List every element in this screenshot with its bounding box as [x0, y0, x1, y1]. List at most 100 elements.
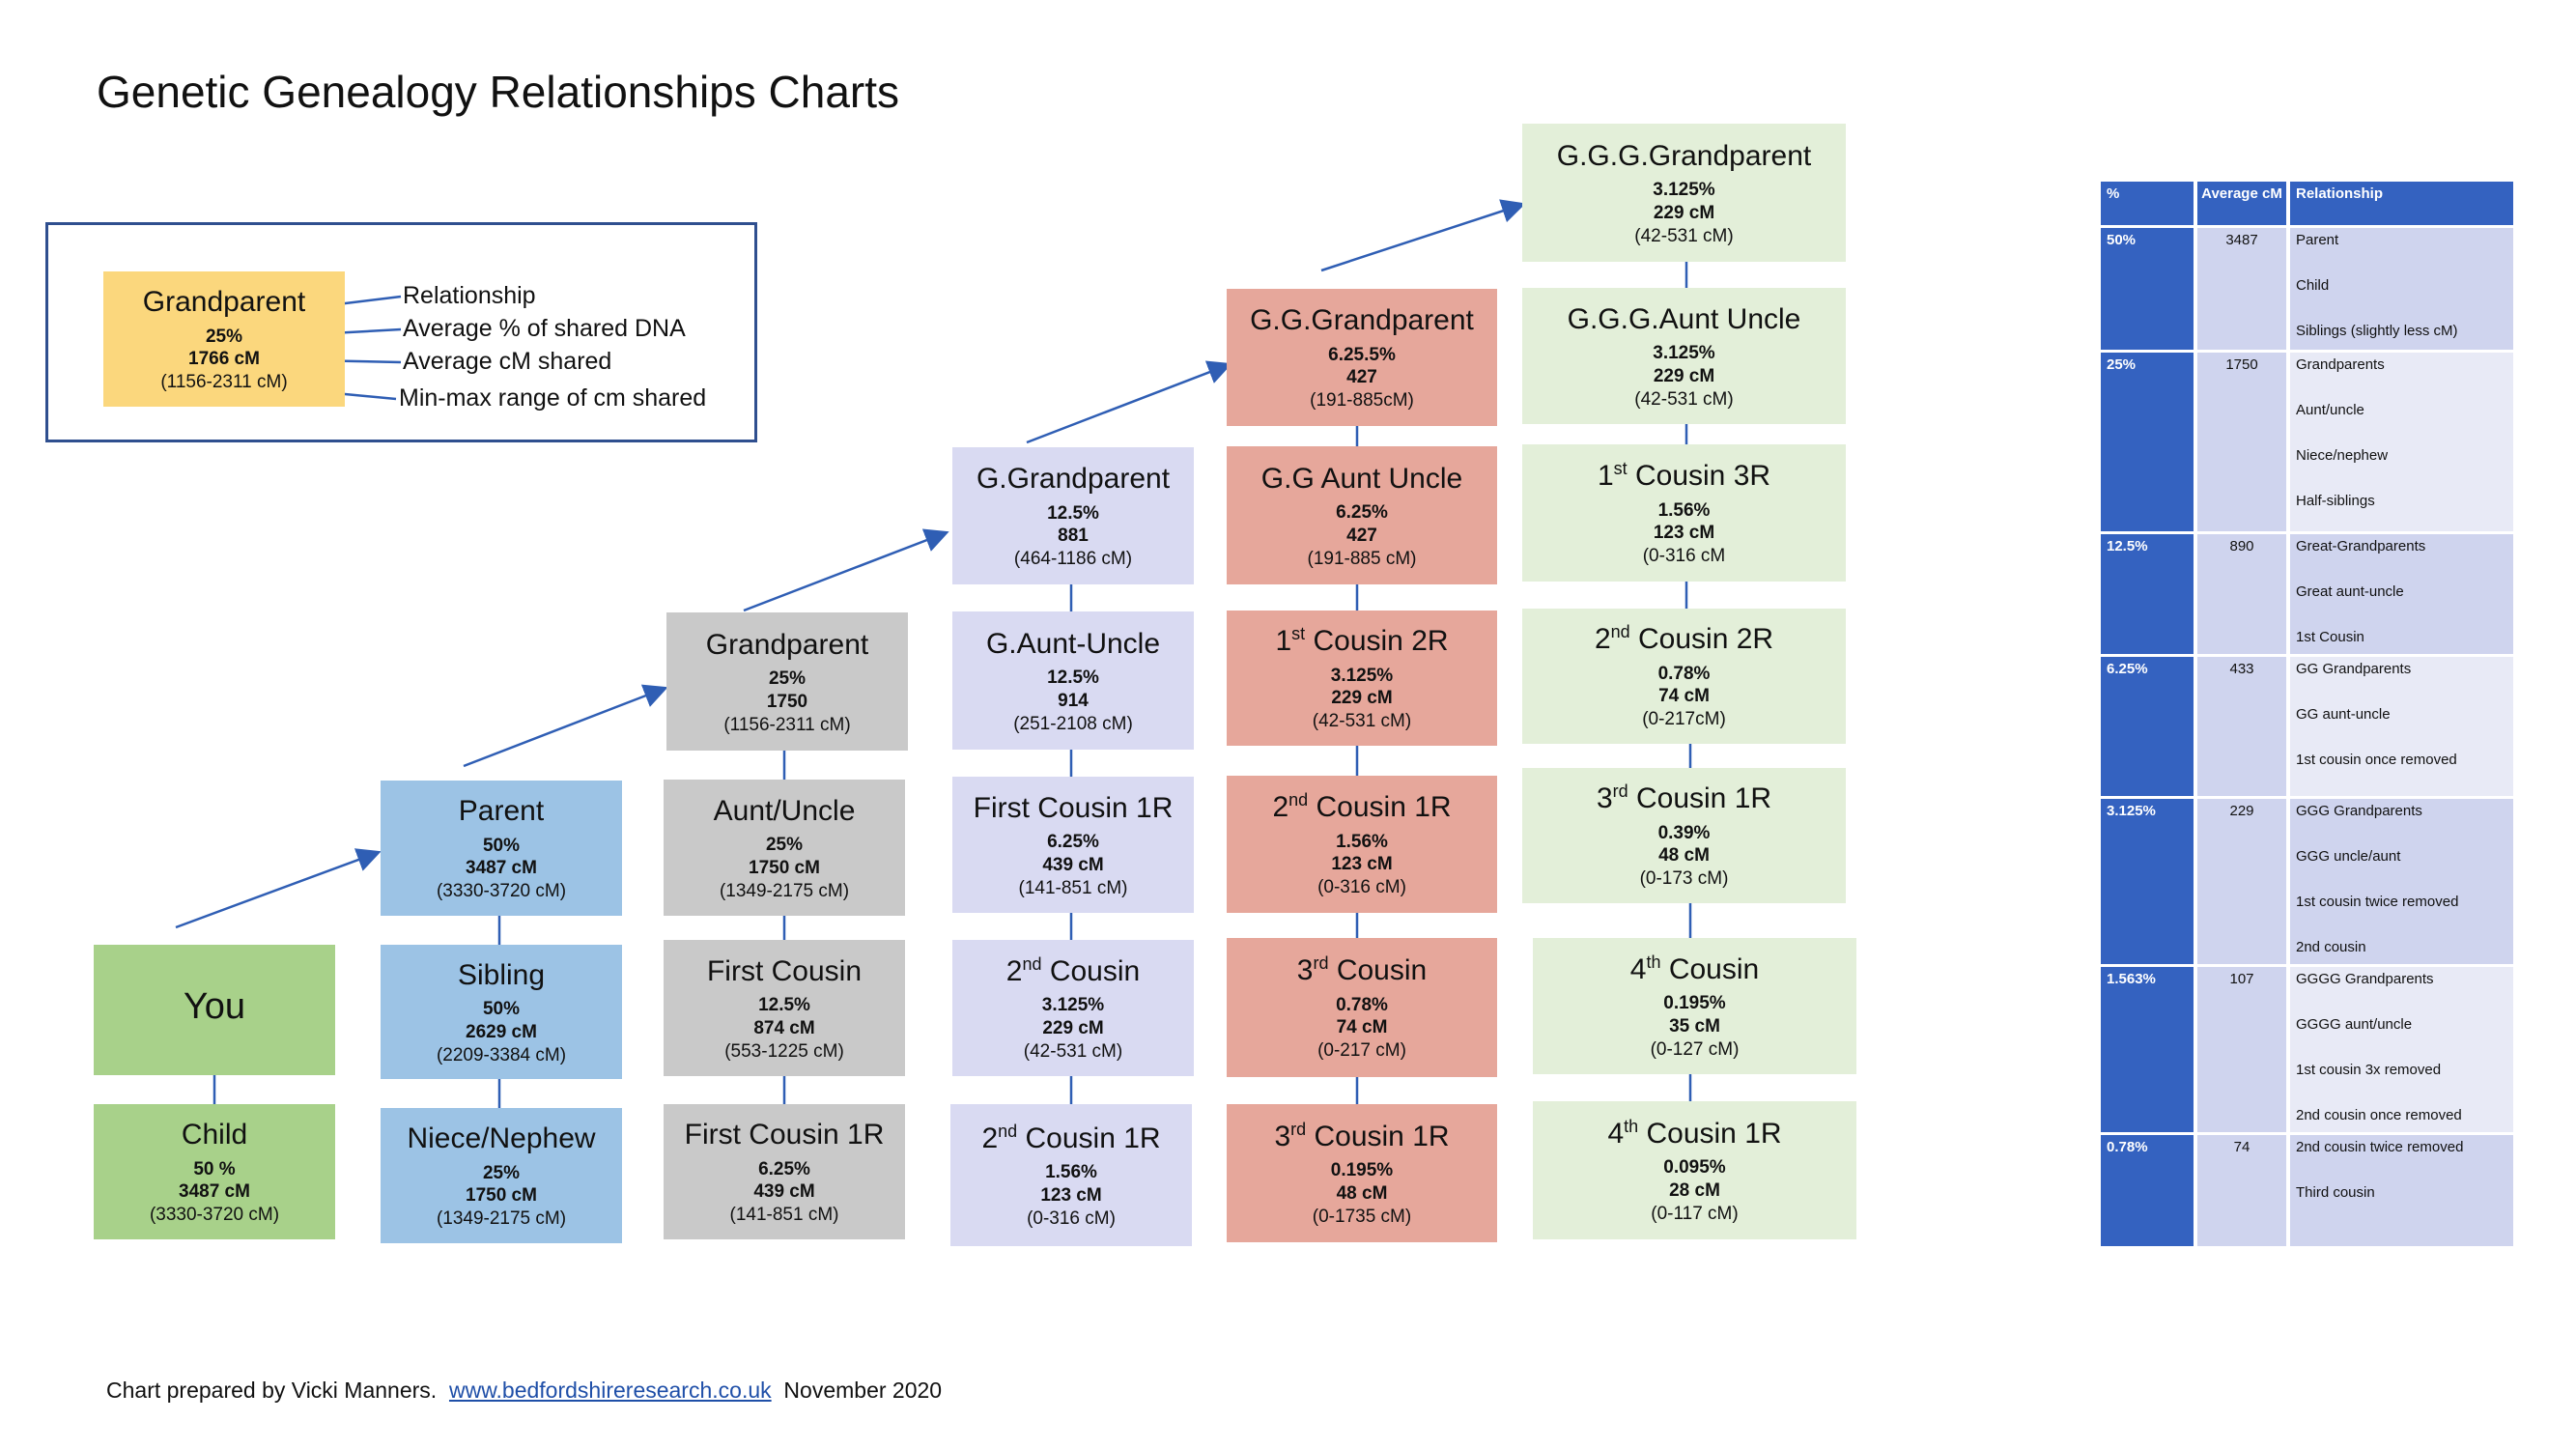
- box-pct: 6.25.5%: [1328, 344, 1396, 365]
- relationship-item: GGGG Grandparents: [2296, 971, 2434, 987]
- legend-label-pct: Average % of shared DNA: [403, 315, 686, 342]
- box-pct: 25%: [482, 1162, 521, 1183]
- box-range: (0-316 cM: [1642, 546, 1726, 567]
- box-cm: 48 cM: [1658, 845, 1710, 867]
- box-name: First Cousin 1R: [684, 1119, 885, 1151]
- name-suffix: rd: [1313, 953, 1329, 974]
- box-gg-grandparent: G.G.Grandparent 6.25.5% 427 (191-885cM): [1227, 289, 1497, 426]
- relationship-item: Grandparents: [2296, 356, 2385, 373]
- box-cm: 123 cM: [1653, 523, 1715, 544]
- box-cm: 1750: [766, 691, 808, 712]
- row-average-cm: 433: [2197, 657, 2286, 796]
- box-name: G.Grandparent: [976, 463, 1171, 496]
- legend-box-range: (1156-2311 cM): [160, 372, 288, 393]
- name-suffix: nd: [1288, 790, 1309, 810]
- box-range: (251-2108 cM): [1013, 713, 1133, 734]
- box-pct: 6.25%: [758, 1158, 810, 1179]
- box-gg-aunt-uncle: G.G Aunt Uncle 6.25% 427 (191-885 cM): [1227, 446, 1497, 584]
- name-rest: Cousin 1R: [1306, 1120, 1450, 1152]
- relationship-item: Aunt/uncle: [2296, 402, 2364, 418]
- box-range: (464-1186 cM): [1013, 549, 1133, 570]
- box-pct: 12.5%: [1047, 668, 1099, 689]
- box-pct: 25%: [768, 668, 807, 690]
- box-range: (553-1225 cM): [724, 1040, 844, 1062]
- reference-table: % Average cM Relationship 50% 3487 Paren…: [2101, 182, 2513, 1246]
- header-relationship: Relationship: [2290, 182, 2513, 225]
- box-second-cousin-1r: 2nd Cousin 1R 1.56% 123 cM (0-316 cM): [950, 1104, 1192, 1246]
- box-pct: 0.78%: [1657, 663, 1711, 684]
- box-range: (2209-3384 cM): [436, 1044, 567, 1065]
- relationship-item: Child: [2296, 277, 2330, 294]
- box-cm: 874 cM: [753, 1017, 815, 1038]
- box-second-cousin-2r: 2nd Cousin 2R 0.78% 74 cM (0-217cM): [1522, 609, 1846, 744]
- box-g-grandparent: G.Grandparent 12.5% 881 (464-1186 cM): [952, 447, 1194, 584]
- box-parent: Parent 50% 3487 cM (3330-3720 cM): [381, 781, 622, 916]
- name-rest: Cousin 3R: [1627, 460, 1771, 493]
- box-pct: 0.195%: [1663, 993, 1726, 1014]
- legend-label-range: Min-max range of cm shared: [399, 384, 707, 412]
- table-header: % Average cM Relationship: [2101, 182, 2513, 225]
- box-range: (191-885cM): [1310, 390, 1414, 412]
- name-num: 1: [1275, 625, 1292, 658]
- box-name: Child: [181, 1119, 248, 1151]
- relationship-item: 2nd cousin once removed: [2296, 1107, 2462, 1123]
- legend-frame: [45, 222, 757, 442]
- header-pct: %: [2101, 182, 2194, 225]
- relationship-item: 1st cousin 3x removed: [2296, 1062, 2442, 1078]
- box-name: First Cousin: [706, 954, 863, 987]
- ancestor-arrow: [1320, 199, 1526, 272]
- row-pct: 6.25%: [2101, 657, 2194, 796]
- box-cm: 229 cM: [1042, 1017, 1104, 1038]
- header-average-cm: Average cM: [2197, 182, 2286, 225]
- box-cm: 74 cM: [1336, 1017, 1388, 1038]
- box-range: (1349-2175 cM): [719, 880, 850, 901]
- box-third-cousin-1r-col6: 3rd Cousin 1R 0.39% 48 cM (0-173 cM): [1522, 768, 1846, 903]
- name-num: 4: [1607, 1117, 1625, 1150]
- box-cm: 229 cM: [1653, 365, 1715, 386]
- page-title: Genetic Genealogy Relationships Charts: [97, 67, 900, 117]
- box-range: (42-531 cM): [1634, 225, 1734, 246]
- row-average-cm: 890: [2197, 534, 2286, 654]
- box-cm: 35 cM: [1669, 1015, 1720, 1037]
- box-range: (3330-3720 cM): [149, 1205, 280, 1226]
- name-rest: Cousin 1R: [1308, 791, 1452, 824]
- box-cm: 123 cM: [1331, 854, 1393, 875]
- name-num: 2: [1272, 791, 1289, 824]
- box-second-cousin-1r-col5: 2nd Cousin 1R 1.56% 123 cM (0-316 cM): [1227, 776, 1497, 913]
- box-cm: 28 cM: [1669, 1179, 1720, 1201]
- box-pct: 6.25%: [1047, 832, 1099, 853]
- box-range: (0-217 cM): [1317, 1040, 1406, 1062]
- name-suffix: rd: [1612, 781, 1628, 802]
- row-average-cm: 1750: [2197, 353, 2286, 531]
- box-name: 2nd Cousin 2R: [1595, 621, 1773, 658]
- footer-link[interactable]: www.bedfordshireresearch.co.uk: [448, 1378, 772, 1403]
- box-pct: 0.39%: [1657, 822, 1711, 843]
- table-row: 12.5% 890 Great-Grandparents Great aunt-…: [2101, 534, 2513, 654]
- box-first-cousin-3r: 1st Cousin 3R 1.56% 123 cM (0-316 cM: [1522, 444, 1846, 582]
- row-relationships: Parent Child Siblings (slightly less cM): [2290, 228, 2513, 350]
- box-cm: 1750 cM: [466, 1185, 537, 1207]
- name-rest: Cousin: [1041, 954, 1141, 987]
- box-third-cousin: 3rd Cousin 0.78% 74 cM (0-217 cM): [1227, 938, 1497, 1077]
- box-pct: 50%: [482, 999, 521, 1020]
- box-range: (0-117 cM): [1651, 1203, 1739, 1224]
- name-suffix: nd: [1022, 953, 1042, 974]
- table-row: 50% 3487 Parent Child Siblings (slightly…: [2101, 228, 2513, 350]
- box-name: 2nd Cousin 1R: [1272, 789, 1451, 826]
- box-pct: 1.56%: [1045, 1162, 1097, 1183]
- name-num: 3: [1274, 1120, 1291, 1152]
- row-relationships: GGGG Grandparents GGGG aunt/uncle 1st co…: [2290, 967, 2513, 1132]
- relationship-item: GGG uncle/aunt: [2296, 848, 2401, 865]
- relationship-item: 2nd cousin twice removed: [2296, 1139, 2464, 1155]
- box-range: (0-173 cM): [1639, 868, 1729, 890]
- box-name: Sibling: [457, 958, 546, 991]
- box-range: (191-885 cM): [1307, 548, 1417, 569]
- box-name: G.G Aunt Uncle: [1260, 462, 1463, 495]
- name-num: 2: [1005, 954, 1023, 987]
- box-pct: 50 %: [193, 1158, 236, 1179]
- box-name: First Cousin 1R: [973, 791, 1174, 824]
- box-first-cousin-1r: First Cousin 1R 6.25% 439 cM (141-851 cM…: [664, 1104, 905, 1239]
- box-ggg-aunt-uncle: G.G.G.Aunt Uncle 3.125% 229 cM (42-531 c…: [1522, 288, 1846, 424]
